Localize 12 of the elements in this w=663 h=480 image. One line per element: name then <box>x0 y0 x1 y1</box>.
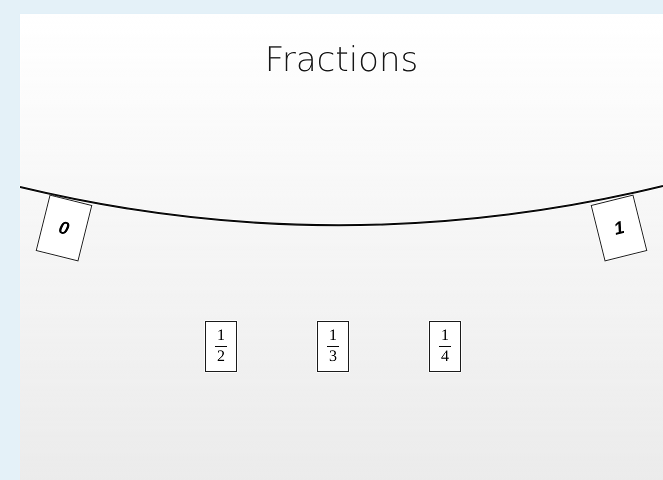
numerator: 1 <box>327 327 339 347</box>
card <box>205 321 237 372</box>
card <box>429 321 461 372</box>
denominator: 2 <box>217 347 225 366</box>
numerator: 1 <box>215 327 227 347</box>
numerator: 1 <box>439 327 451 347</box>
number-label: 1 <box>612 216 626 240</box>
card <box>317 321 349 372</box>
denominator: 4 <box>441 347 449 366</box>
denominator: 3 <box>329 347 337 366</box>
title: Fractions <box>264 40 420 80</box>
number-label: 0 <box>56 216 72 240</box>
